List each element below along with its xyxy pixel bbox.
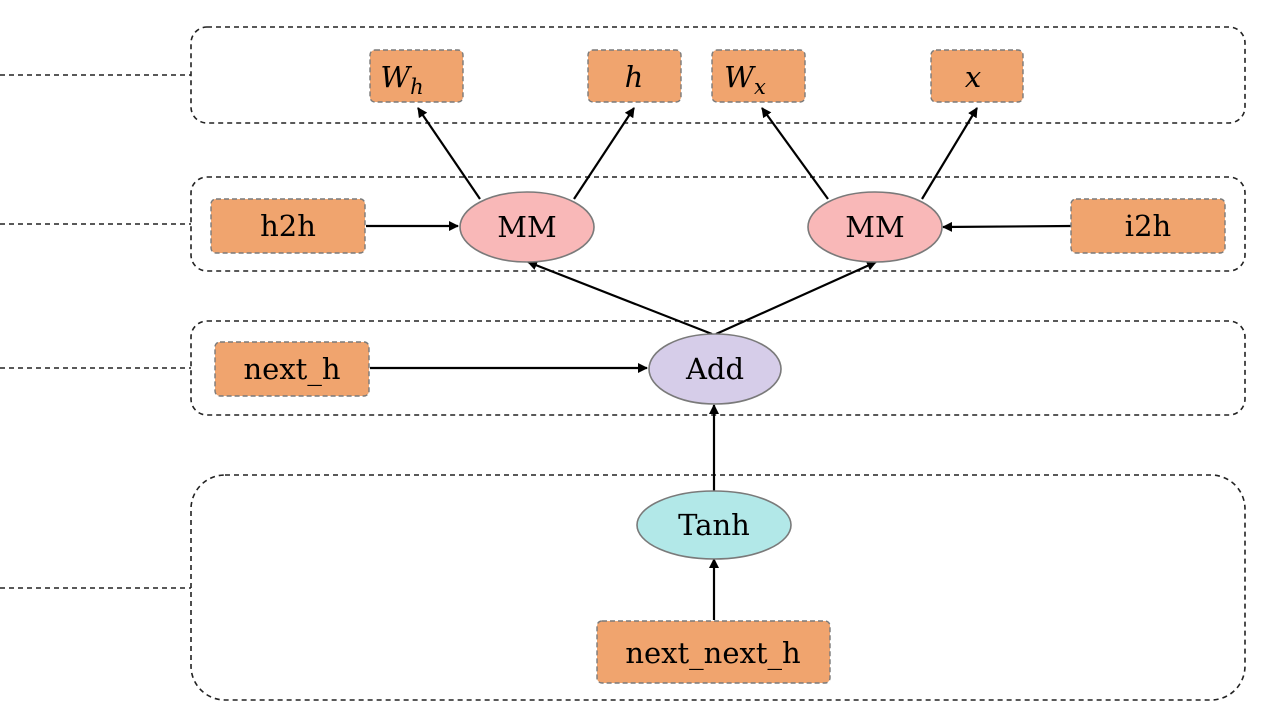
node-next-h: next_h	[214, 341, 370, 397]
node-h2h-box	[210, 198, 366, 254]
node-tanh: Tanh	[636, 490, 792, 560]
node-wx-box	[711, 49, 806, 103]
node-add: Add	[648, 333, 782, 405]
node-next-h-box	[214, 341, 370, 397]
node-wx-label: Wx	[724, 60, 766, 99]
node-next-next-h-box	[596, 620, 831, 684]
edges	[366, 107, 1072, 620]
node-h2h: h2h	[210, 198, 366, 254]
node-mm-right-label: MM	[845, 210, 904, 244]
node-mm-left-label: MM	[497, 210, 556, 244]
node-tanh-ellipse	[636, 490, 792, 560]
node-wh-label: Wh	[380, 60, 423, 99]
node-next-next-h-label: next_next_h	[625, 636, 800, 671]
node-i2h-box	[1070, 198, 1226, 254]
node-wh-label-base: W	[380, 60, 412, 94]
node-next-h-label: next_h	[243, 352, 340, 387]
node-i2h-label: i2h	[1125, 209, 1171, 243]
node-h: h	[587, 49, 682, 103]
edge-mm-right-to-x	[921, 107, 978, 200]
edge-i2h-to-mm-right	[942, 221, 1072, 232]
edge-add-to-mm-right	[715, 260, 877, 336]
node-mm-right-ellipse	[807, 191, 943, 263]
node-mm-left: MM	[459, 191, 595, 263]
edge-add-to-mm-left	[527, 260, 713, 336]
node-wh-label-sub: h	[410, 75, 424, 99]
node-h2h-label: h2h	[260, 209, 316, 243]
node-h-box	[587, 49, 682, 103]
node-tanh-label: Tanh	[678, 508, 750, 542]
node-mm-left-ellipse	[459, 191, 595, 263]
node-wh-box	[369, 49, 464, 103]
node-wx-label-base: W	[724, 60, 756, 94]
node-add-label: Add	[685, 352, 744, 386]
node-x-box	[930, 49, 1024, 103]
node-x-label: x	[965, 60, 981, 94]
node-add-ellipse	[648, 333, 782, 405]
node-wx: Wx	[711, 49, 806, 103]
edge-mm-left-to-h	[573, 107, 635, 200]
node-x: x	[930, 49, 1024, 103]
edge-mm-right-to-wx	[761, 107, 829, 200]
node-wh: Wh	[369, 49, 464, 103]
node-mm-right: MM	[807, 191, 943, 263]
node-next-next-h: next_next_h	[596, 620, 831, 684]
edge-mm-left-to-wh	[417, 107, 481, 200]
node-i2h: i2h	[1070, 198, 1226, 254]
node-wx-label-sub: x	[754, 75, 766, 99]
node-h-label: h	[625, 60, 644, 94]
